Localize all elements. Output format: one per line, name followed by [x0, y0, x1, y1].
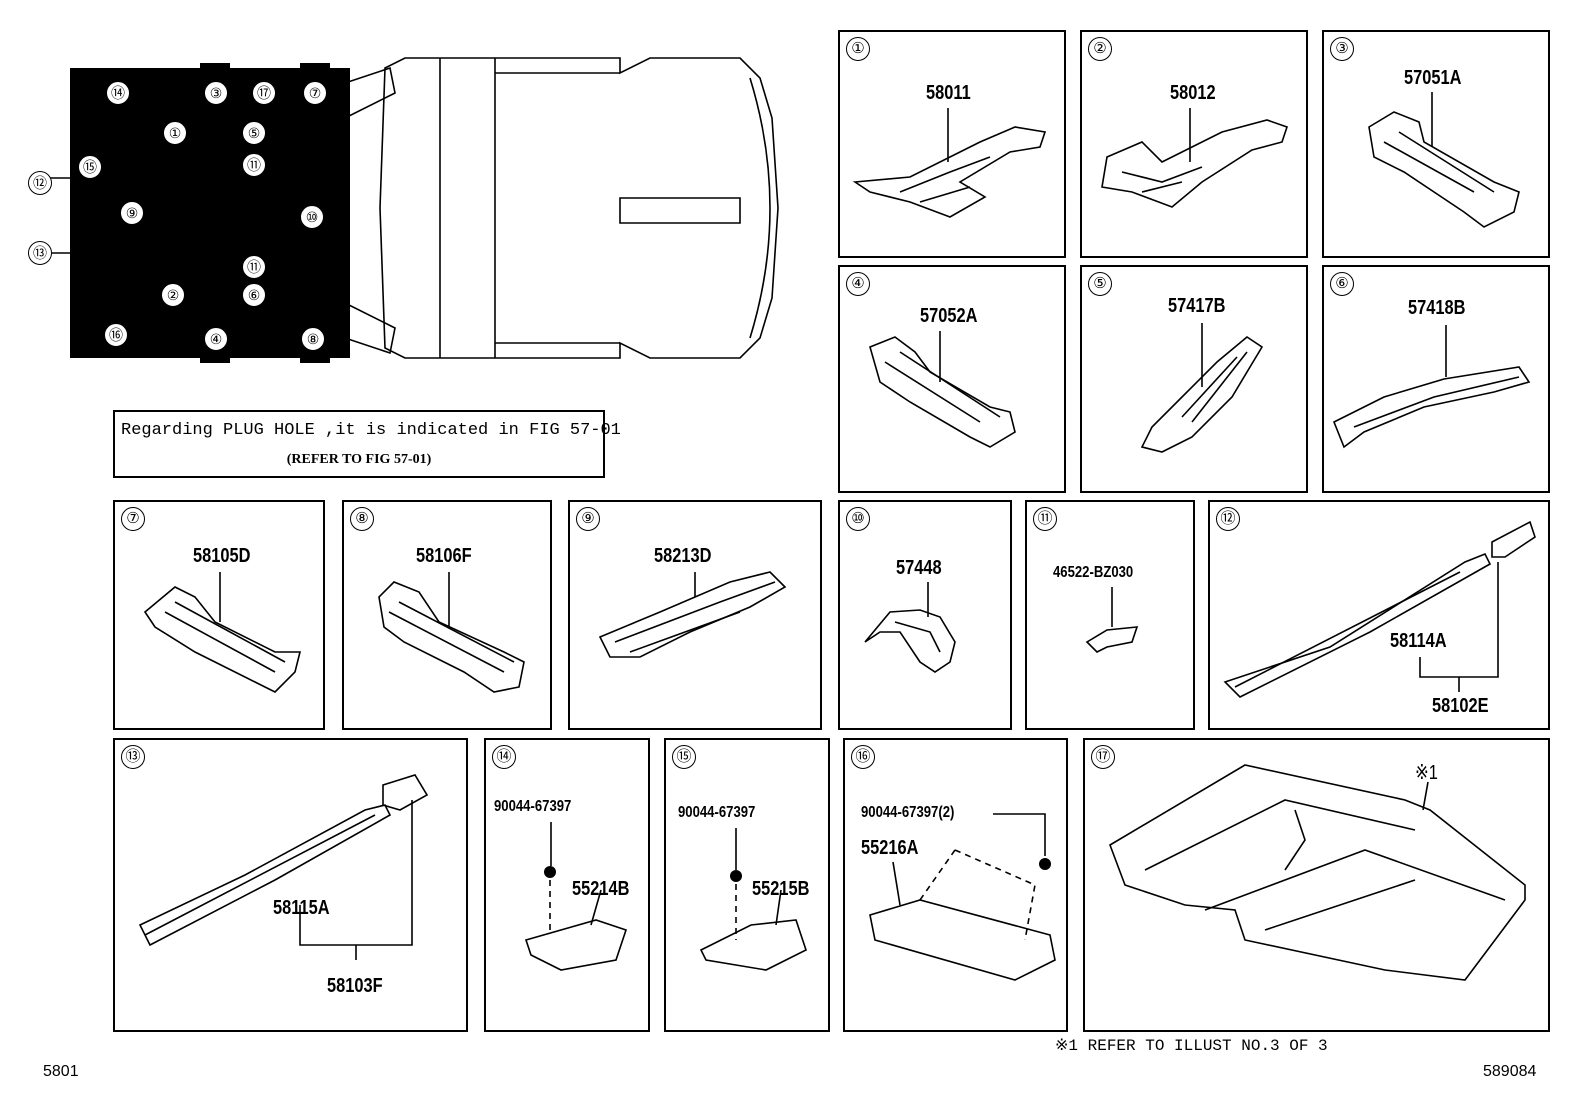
panel-6[interactable]: ⑥ 57418B: [1322, 265, 1550, 493]
part-number[interactable]: 57052A: [920, 305, 978, 327]
part-illustration: [1085, 587, 1139, 653]
part-number[interactable]: 55216A: [861, 837, 919, 859]
panel-number: ⑥: [1330, 272, 1354, 296]
part-illustration: [1140, 323, 1264, 453]
panel-10[interactable]: ⑩ 57448: [838, 500, 1012, 730]
figure-code-left: 5801: [43, 1063, 79, 1080]
panel-number: ④: [846, 272, 870, 296]
panel-number: ⑰: [1091, 745, 1115, 769]
refer-illust-note[interactable]: ※1 REFER TO ILLUST NO.3 OF 3: [1055, 1037, 1328, 1055]
part-number[interactable]: 57418B: [1408, 297, 1466, 319]
overview-label-9: ⑨: [120, 201, 144, 225]
panel-2[interactable]: ② 58012: [1080, 30, 1308, 258]
part-number-assembly[interactable]: 58103F: [327, 975, 383, 997]
panel-number: ⑦: [121, 507, 145, 531]
panel-number: ⑪: [1033, 507, 1057, 531]
panel-number: ⑧: [350, 507, 374, 531]
panel-number: ①: [846, 37, 870, 61]
panel-13[interactable]: ⑬ 58115A 58103F: [113, 738, 468, 1032]
part-number[interactable]: 46522-BZ030: [1053, 564, 1134, 581]
part-illustration: [864, 582, 956, 673]
part-illustration: [699, 828, 807, 971]
part-illustration: [1109, 764, 1526, 981]
part-illustration: [143, 572, 302, 693]
panel-number: ⑬: [121, 745, 145, 769]
panel-number: ⑯: [851, 745, 875, 769]
panel-number: ⑭: [492, 745, 516, 769]
part-number[interactable]: 57051A: [1404, 67, 1462, 89]
overview-label-5: ⑤: [242, 121, 266, 145]
overview-label-14: ⑭: [106, 81, 130, 105]
overview-label-17: ⑰: [252, 81, 276, 105]
panel-1[interactable]: ① 58011: [838, 30, 1066, 258]
refer-mark[interactable]: ※1: [1415, 762, 1438, 784]
panel-number: ⑫: [1216, 507, 1240, 531]
overview-label-8: ⑧: [301, 327, 325, 351]
part-number[interactable]: 58114A: [1390, 630, 1447, 652]
overview-label-12: ⑫: [28, 171, 52, 195]
part-number[interactable]: 55214B: [572, 878, 630, 900]
part-illustration: [524, 822, 628, 971]
part-illustration: [1223, 520, 1536, 698]
part-illustration: [869, 331, 1016, 448]
part-illustration: [138, 774, 429, 960]
panel-8[interactable]: ⑧ 58106F: [342, 500, 552, 730]
panel-15[interactable]: ⑮ 90044-67397 55215B: [664, 738, 830, 1032]
overview-label-2: ②: [161, 283, 185, 307]
panel-number: ⑩: [846, 507, 870, 531]
overview-label-3: ③: [204, 81, 228, 105]
part-number[interactable]: 58011: [926, 82, 971, 104]
overview-label-13: ⑬: [28, 241, 52, 265]
part-illustration: [378, 572, 525, 693]
panel-number: ⑨: [576, 507, 600, 531]
panel-12[interactable]: ⑫ 58114A 58102E: [1208, 500, 1550, 730]
plug-hole-note: Regarding PLUG HOLE ,it is indicated in …: [113, 410, 621, 478]
panel-4[interactable]: ④ 57052A: [838, 265, 1066, 493]
panel-16[interactable]: ⑯ 90044-67397(2) 55216A: [843, 738, 1068, 1032]
part-number[interactable]: 58115A: [273, 897, 330, 919]
panel-number: ⑤: [1088, 272, 1112, 296]
part-illustration: [1332, 325, 1531, 449]
part-number[interactable]: 58213D: [654, 545, 712, 567]
overview-label-1: ①: [163, 121, 187, 145]
panel-number: ③: [1330, 37, 1354, 61]
overview-label-10: ⑩: [300, 205, 324, 229]
panel-11[interactable]: ⑪ 46522-BZ030: [1025, 500, 1195, 730]
panel-9[interactable]: ⑨ 58213D: [568, 500, 822, 730]
part-number-clip[interactable]: 90044-67397(2): [861, 804, 955, 821]
part-illustration: [1101, 108, 1289, 208]
panel-number: ②: [1088, 37, 1112, 61]
panel-number: ⑮: [672, 745, 696, 769]
part-number[interactable]: 58105D: [193, 545, 251, 567]
floor-overview-diagram: ⑭ ③ ⑰ ⑦ ① ⑤ ⑮ ⑪ ⑫ ⑨ ⑩ ⑬ ⑪ ② ⑥ ⑯ ④ ⑧: [20, 48, 810, 393]
part-number-assembly[interactable]: 58102E: [1432, 695, 1489, 717]
overview-label-6: ⑥: [242, 283, 266, 307]
part-illustration: [869, 813, 1056, 981]
part-illustration: [852, 108, 1047, 218]
part-number[interactable]: 58106F: [416, 545, 472, 567]
part-illustration: [1368, 92, 1520, 228]
plug-hole-note-line1: Regarding PLUG HOLE ,it is indicated in …: [121, 421, 621, 440]
overview-label-11b: ⑪: [242, 255, 266, 279]
part-number[interactable]: 55215B: [752, 878, 810, 900]
overview-label-16: ⑯: [104, 323, 128, 347]
part-number[interactable]: 57448: [896, 557, 942, 579]
panel-5[interactable]: ⑤ 57417B: [1080, 265, 1308, 493]
plug-hole-note-line2[interactable]: (REFER TO FIG 57-01): [286, 452, 432, 467]
overview-label-7: ⑦: [303, 81, 327, 105]
panel-14[interactable]: ⑭ 90044-67397 55214B: [484, 738, 650, 1032]
part-illustration: [598, 571, 787, 658]
figure-code-right: 589084: [1483, 1063, 1537, 1080]
part-number-clip[interactable]: 90044-67397: [494, 798, 572, 815]
overview-label-11a: ⑪: [242, 153, 266, 177]
overview-label-15: ⑮: [78, 155, 102, 179]
part-number-clip[interactable]: 90044-67397: [678, 804, 756, 821]
panel-3[interactable]: ③ 57051A: [1322, 30, 1550, 258]
panel-17[interactable]: ⑰ ※1: [1083, 738, 1550, 1032]
part-number[interactable]: 57417B: [1168, 295, 1226, 317]
panel-7[interactable]: ⑦ 58105D: [113, 500, 325, 730]
part-number[interactable]: 58012: [1170, 82, 1216, 104]
overview-label-4: ④: [204, 327, 228, 351]
